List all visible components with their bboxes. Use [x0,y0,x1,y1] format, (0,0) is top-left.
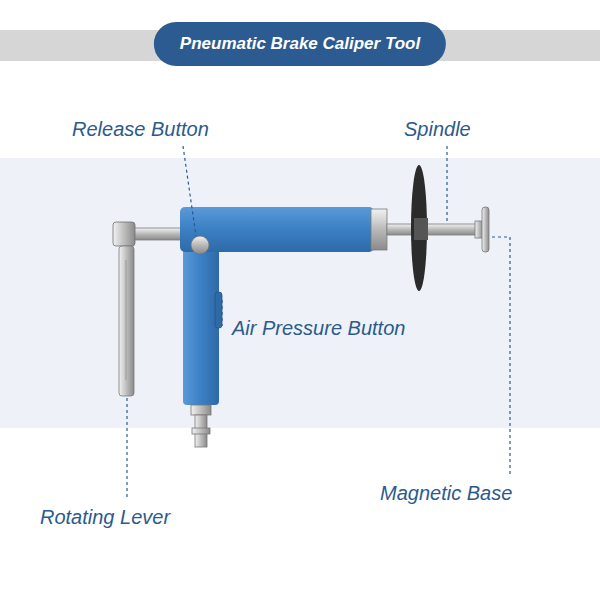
leader-line [221,300,222,326]
part-label: Magnetic Base [380,481,512,505]
air-pressure-button [215,292,222,328]
leader-line [492,237,510,476]
part-label: Air Pressure Button [232,316,405,340]
leader-line [446,146,447,222]
spindle-rod [387,224,482,235]
cylinder-collar [371,209,387,250]
part-label: Rotating Lever [40,505,170,529]
leader-line [183,146,196,236]
lever-rod [128,228,184,240]
backing-plate-hub [414,218,428,240]
backing-plate [411,165,427,291]
air-nozzle-ring [192,428,210,434]
air-nozzle [191,405,211,415]
part-label: Release Button [72,117,209,141]
title-pill: Pneumatic Brake Caliper Tool [154,22,446,66]
tool-handle [183,235,219,405]
leader-line [126,398,127,500]
lever-grip-line [126,260,127,380]
lever-handle [119,246,134,396]
magnetic-base [482,207,489,252]
lever-joint [113,222,135,246]
part-label: Spindle [404,117,471,141]
release-button [191,236,209,254]
